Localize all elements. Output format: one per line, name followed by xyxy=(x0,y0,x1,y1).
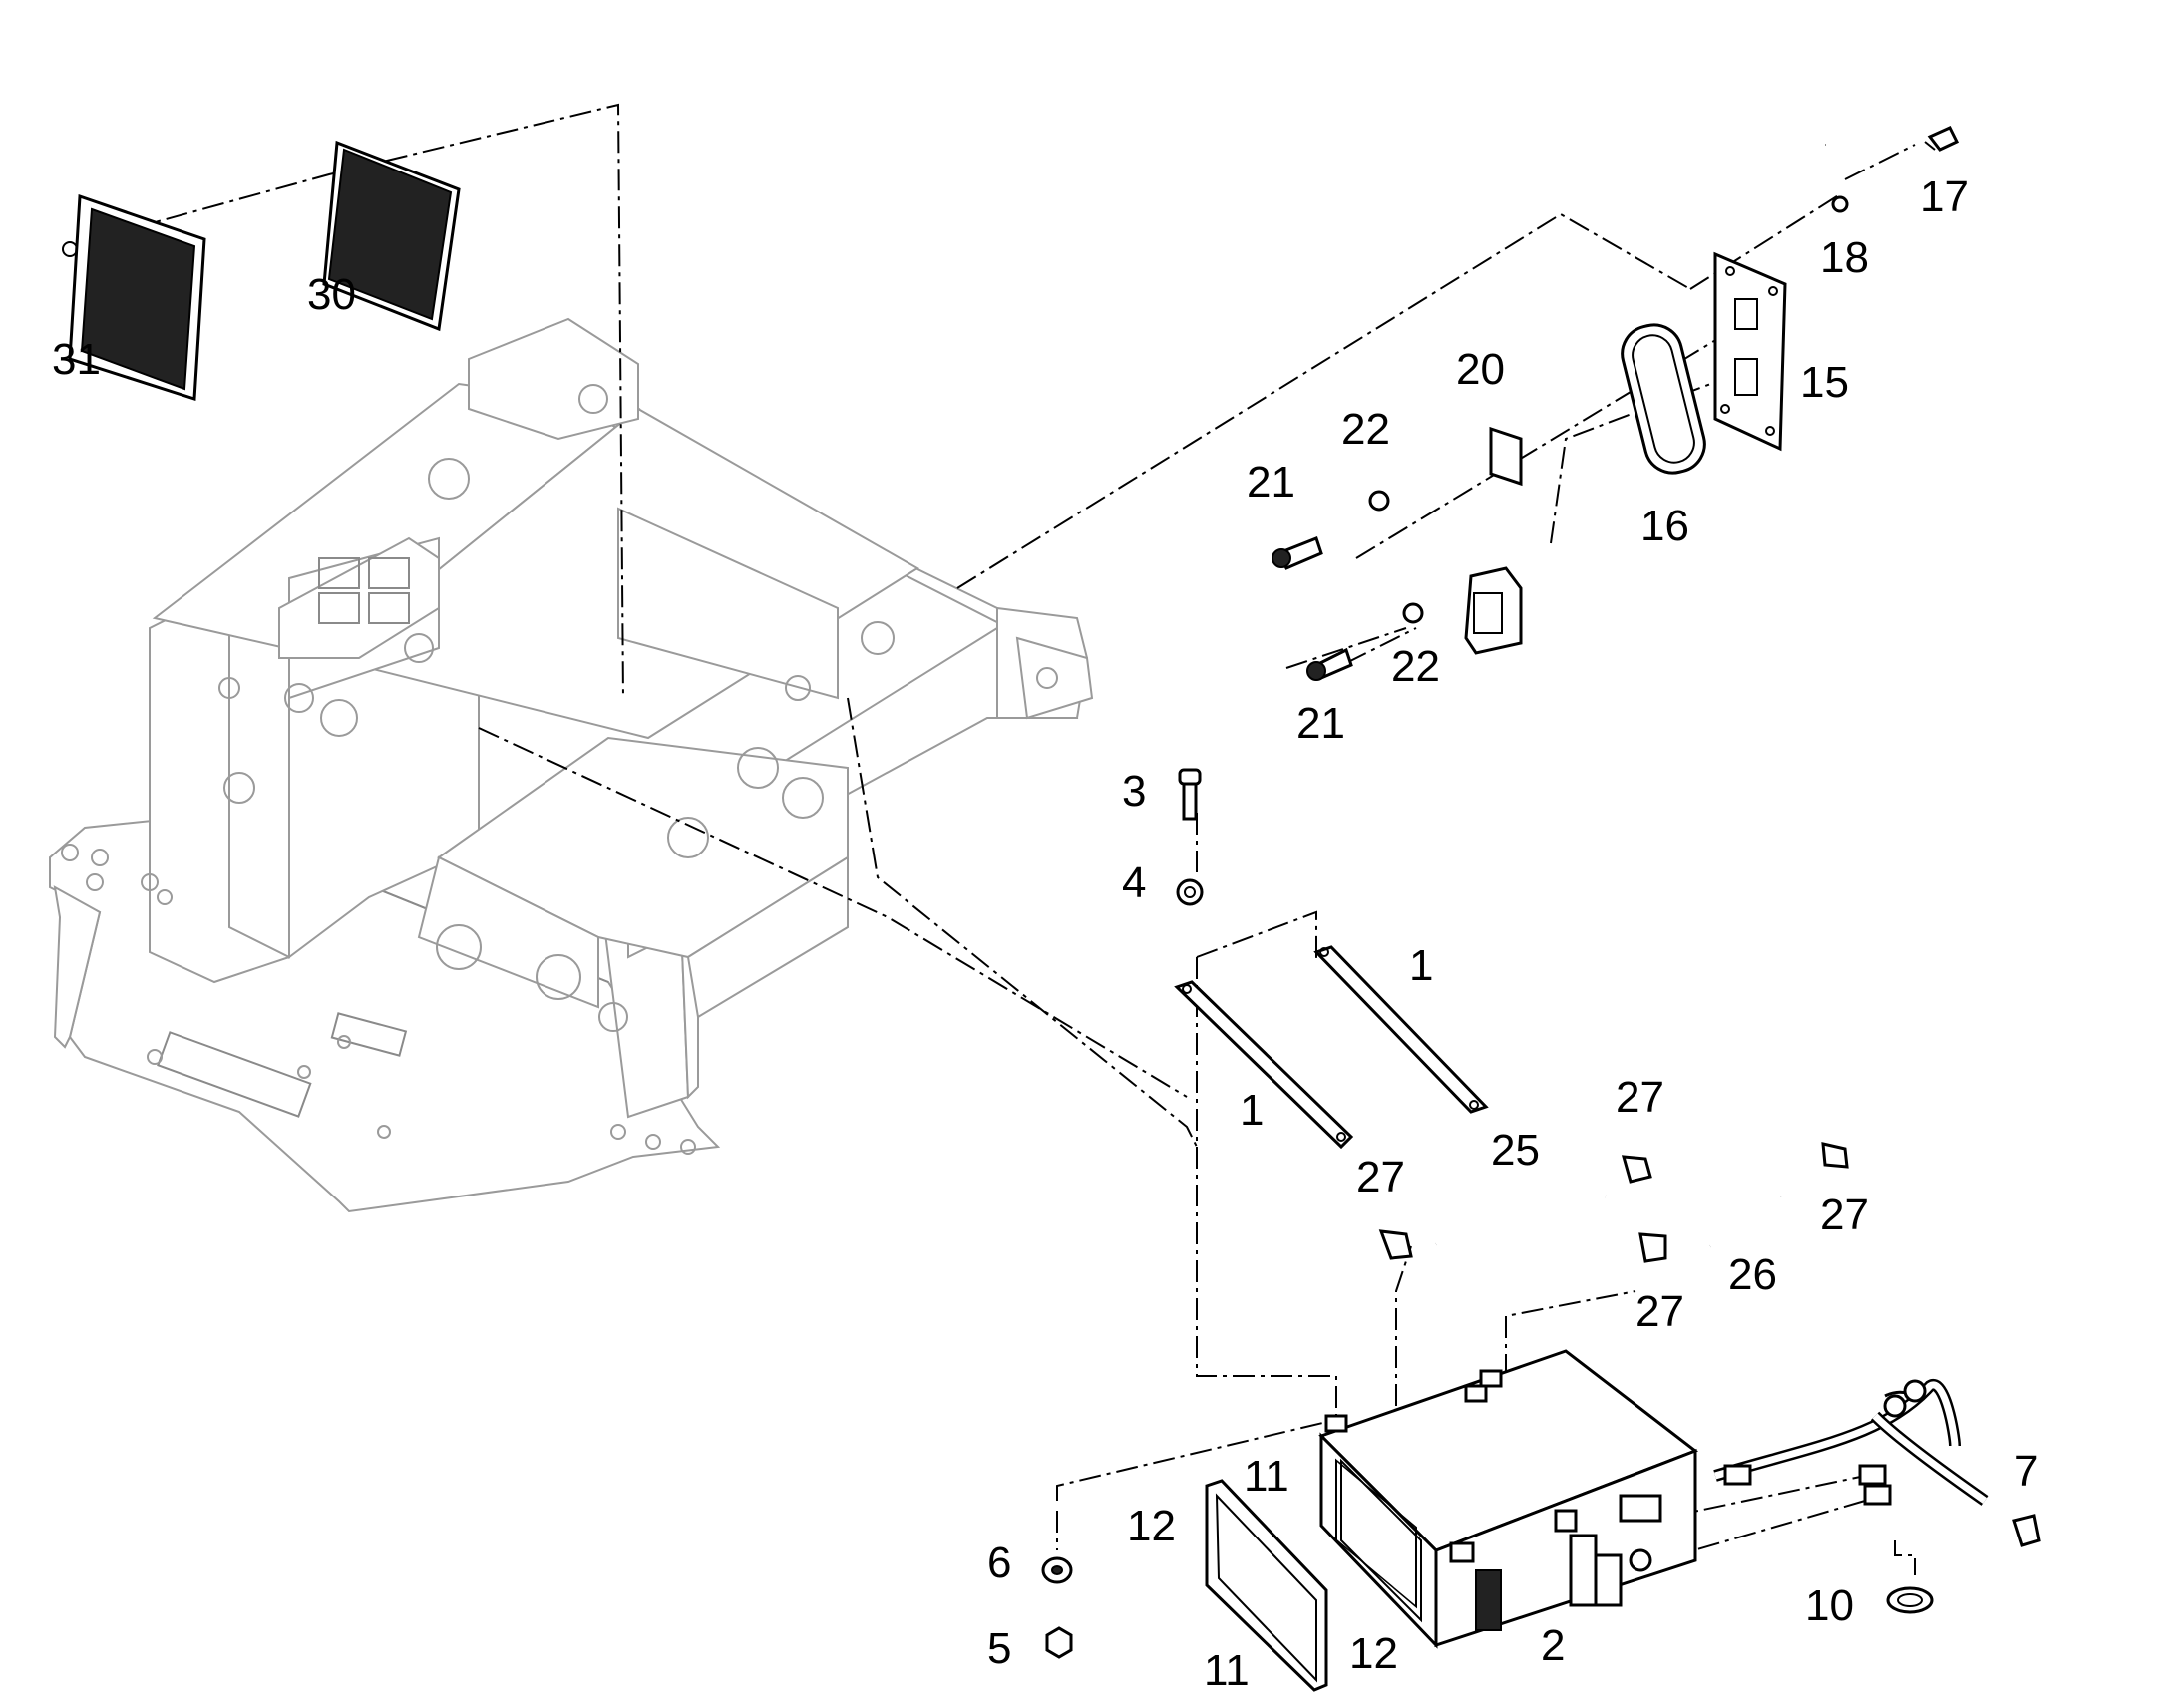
washer-4 xyxy=(1176,878,1204,906)
hose-26 xyxy=(1708,1195,1783,1249)
callout-25: 25 xyxy=(1491,1126,1540,1175)
reflector-panel-31 xyxy=(62,193,206,402)
gasket-16 xyxy=(1621,323,1706,475)
callout-27-right: 27 xyxy=(1820,1191,1869,1239)
chassis-frame xyxy=(49,317,1094,1213)
nut-10 xyxy=(1886,1586,1934,1614)
callout-5: 5 xyxy=(987,1624,1011,1673)
callout-7: 7 xyxy=(2014,1447,2038,1496)
callout-27-left: 27 xyxy=(1356,1153,1405,1201)
callout-labels: 1 1 2 3 4 5 6 7 10 11 11 12 12 15 16 17 … xyxy=(52,172,2038,1695)
callout-20: 20 xyxy=(1456,345,1505,394)
plate-20 xyxy=(1489,426,1523,487)
callout-11-bottom: 11 xyxy=(1204,1646,1250,1695)
callout-16: 16 xyxy=(1640,502,1689,550)
callout-18: 18 xyxy=(1820,233,1869,282)
callout-3: 3 xyxy=(1122,767,1146,816)
washer-22-upper xyxy=(1368,490,1390,512)
callout-2: 2 xyxy=(1541,1621,1565,1670)
screw-21-lower xyxy=(1306,647,1353,681)
connector-block xyxy=(1464,566,1523,655)
reflector-panel-30 xyxy=(322,140,461,332)
callout-15: 15 xyxy=(1800,358,1849,407)
washer-22-lower xyxy=(1402,602,1424,624)
washer-6 xyxy=(1041,1556,1073,1584)
strap-1-right xyxy=(1313,945,1489,1114)
screw-17 xyxy=(1924,126,1960,152)
callout-12-right: 12 xyxy=(1349,1629,1398,1678)
callout-17: 17 xyxy=(1920,172,1969,221)
callout-27-top: 27 xyxy=(1616,1073,1664,1122)
callout-22-upper: 22 xyxy=(1341,405,1390,454)
strap-1-left xyxy=(1174,980,1354,1150)
callout-31: 31 xyxy=(52,335,101,384)
callout-30: 30 xyxy=(307,270,356,319)
cover-plate-15 xyxy=(1713,251,1787,452)
fitting-27-mid xyxy=(1638,1232,1667,1263)
fitting-27-right xyxy=(1821,1142,1849,1169)
callout-27-bottom: 27 xyxy=(1635,1287,1684,1336)
cap-7 xyxy=(2012,1514,2041,1547)
callout-1-left: 1 xyxy=(1240,1086,1264,1135)
callout-6: 6 xyxy=(987,1538,1011,1587)
fitting-27-hose25-end xyxy=(1621,1155,1652,1184)
callout-21-lower: 21 xyxy=(1296,699,1345,748)
callout-11-top: 11 xyxy=(1244,1452,1289,1501)
battery-box-2 xyxy=(1318,1349,1699,1649)
callout-22-lower: 22 xyxy=(1391,642,1440,691)
hose-25 xyxy=(1434,1193,1607,1247)
callout-10: 10 xyxy=(1805,1581,1854,1630)
screw-21-upper xyxy=(1272,536,1323,570)
callout-21-upper: 21 xyxy=(1247,458,1295,507)
callout-4: 4 xyxy=(1122,858,1146,907)
callout-12-left: 12 xyxy=(1127,1502,1176,1550)
cable-harness xyxy=(1713,1378,1989,1506)
washer-18 xyxy=(1831,195,1849,213)
bolt-3 xyxy=(1178,768,1202,821)
gasket-frame-12 xyxy=(1205,1479,1328,1692)
callout-26: 26 xyxy=(1728,1250,1777,1299)
fitting-27-left xyxy=(1378,1229,1413,1260)
callout-1-right: 1 xyxy=(1409,941,1433,990)
nut-5 xyxy=(1045,1626,1073,1659)
